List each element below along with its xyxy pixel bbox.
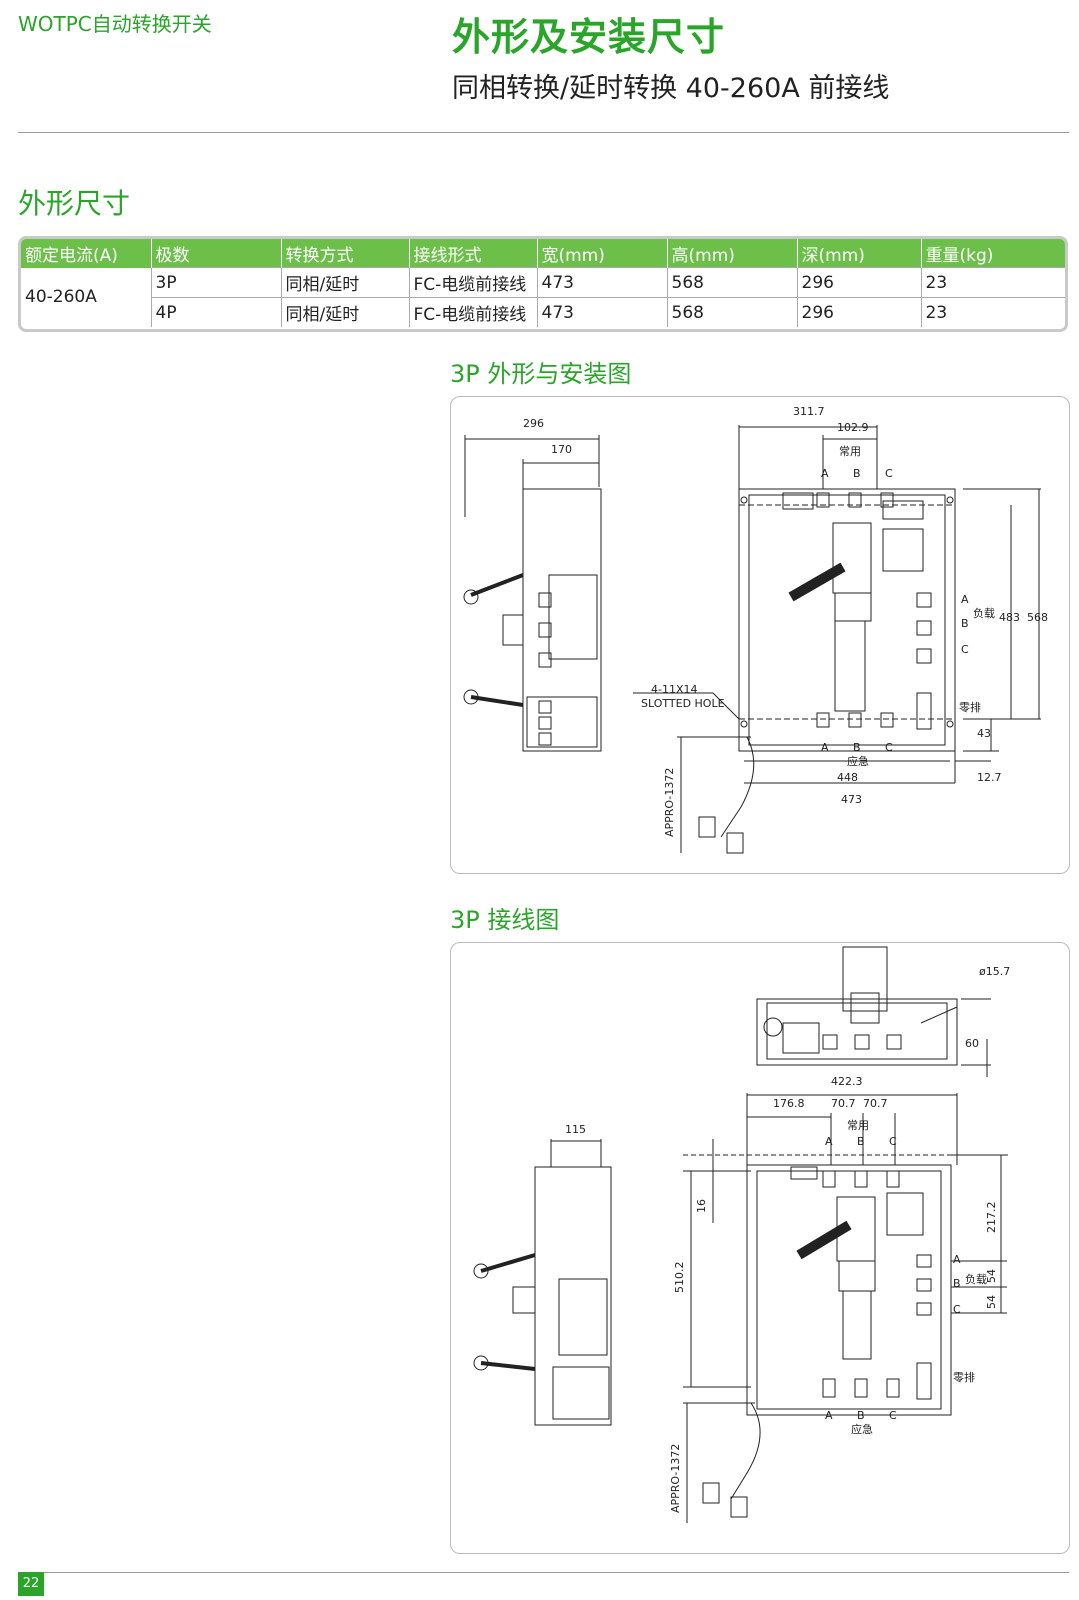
label-a-bottom-2: A (825, 1409, 833, 1422)
label-lingpai: 零排 (959, 700, 981, 714)
header-width: 宽(mm) (537, 239, 668, 268)
label-c-bottom: C (885, 741, 893, 754)
label-a-right: A (961, 593, 969, 606)
cell: 296 (797, 267, 922, 298)
figure1-title: 3P 外形与安装图 (450, 360, 632, 388)
label-fuzai-2: 负载 (965, 1272, 987, 1286)
label-a-top-2: A (825, 1135, 833, 1148)
label-c-right-2: C (953, 1303, 961, 1316)
label-a-right-2: A (953, 1253, 961, 1266)
dim-296: 296 (523, 417, 544, 430)
page-subtitle: 同相转换/延时转换 40-260A 前接线 (452, 73, 890, 104)
cell: 23 (921, 267, 1065, 298)
header-height: 高(mm) (667, 239, 798, 268)
label-b-bottom-2: B (857, 1409, 865, 1422)
header-switch-mode: 转换方式 (281, 239, 410, 268)
cell: 568 (667, 267, 798, 298)
label-yingji-2: 应急 (851, 1422, 873, 1436)
label-a-bottom: A (821, 741, 829, 754)
label-changyong: 常用 (839, 445, 861, 458)
dim-176-8: 176.8 (773, 1097, 805, 1110)
label-b-top: B (853, 467, 861, 480)
cell: FC-电缆前接线 (409, 297, 538, 327)
cell: 同相/延时 (281, 297, 410, 327)
cell: FC-电缆前接线 (409, 267, 538, 298)
label-b-bottom: B (853, 741, 861, 754)
label-c-top: C (885, 467, 893, 480)
dim-appro-2: APPRO-1372 (669, 1444, 682, 1513)
footer-divider (18, 1572, 1069, 1573)
label-yingji: 应急 (847, 754, 869, 768)
header-depth: 深(mm) (797, 239, 922, 268)
figure2-drawing: ø15.7 60 422.3 176.8 70.7 70.7 常用 A B C … (450, 942, 1070, 1554)
page-number: 22 (18, 1572, 44, 1596)
cell: 4P (151, 297, 282, 327)
dim-102: 102.9 (837, 421, 869, 434)
figure1-drawing: 296 170 311.7 102.9 常用 A B C A B C 负载 零排… (450, 396, 1070, 874)
cell: 3P (151, 267, 282, 298)
dim-appro: APPRO-1372 (663, 768, 676, 837)
dim-15-7: ø15.7 (979, 965, 1010, 978)
header-wiring: 接线形式 (409, 239, 538, 268)
dim-12-7: 12.7 (977, 771, 1002, 784)
dim-115: 115 (565, 1123, 586, 1136)
hole-label: 4-11X14 (651, 683, 698, 696)
dim-510-2: 510.2 (673, 1262, 686, 1294)
cell: 473 (537, 297, 668, 327)
cell: 568 (667, 297, 798, 327)
dim-70-7b: 70.7 (863, 1097, 888, 1110)
dim-473: 473 (841, 793, 862, 806)
cell: 同相/延时 (281, 267, 410, 298)
table-header-row: 额定电流(A) 极数 转换方式 接线形式 宽(mm) 高(mm) 深(mm) 重… (21, 239, 1065, 268)
header-weight: 重量(kg) (921, 239, 1065, 268)
dim-43: 43 (977, 727, 991, 740)
dim-170: 170 (551, 443, 572, 456)
spec-table: 额定电流(A) 极数 转换方式 接线形式 宽(mm) 高(mm) 深(mm) 重… (18, 236, 1068, 332)
hole-label-2: SLOTTED HOLE (641, 697, 725, 710)
label-changyong-2: 常用 (847, 1119, 869, 1132)
dim-54a: 54 (985, 1269, 998, 1283)
dim-448: 448 (837, 771, 858, 784)
dim-422-3: 422.3 (831, 1075, 863, 1088)
table-row: 40-260A 3P 同相/延时 FC-电缆前接线 473 568 296 23 (21, 267, 1065, 327)
label-c-bottom-2: C (889, 1409, 897, 1422)
figure2-title: 3P 接线图 (450, 906, 560, 934)
brand-name: WOTPC自动转换开关 (18, 12, 212, 36)
header-divider (18, 132, 1069, 133)
header-current: 额定电流(A) (21, 239, 152, 268)
cell: 23 (921, 297, 1065, 327)
cell: 473 (537, 267, 668, 298)
page-title: 外形及安装尺寸 (452, 15, 726, 59)
label-c-right: C (961, 643, 969, 656)
dim-217-2: 217.2 (985, 1202, 998, 1234)
label-a-top: A (821, 467, 829, 480)
dim-311: 311.7 (793, 405, 825, 418)
dim-483: 483 (999, 611, 1020, 624)
label-lingpai-2: 零排 (953, 1370, 975, 1384)
label-c-top-2: C (889, 1135, 897, 1148)
dim-70-7a: 70.7 (831, 1097, 856, 1110)
dim-60: 60 (965, 1037, 979, 1050)
table-row: 4P 同相/延时 FC-电缆前接线 473 568 296 23 (21, 297, 1065, 327)
dim-16: 16 (695, 1199, 708, 1213)
label-b-right: B (961, 617, 969, 630)
cell: 296 (797, 297, 922, 327)
label-b-top-2: B (857, 1135, 865, 1148)
header-poles: 极数 (151, 239, 282, 268)
section-title: 外形尺寸 (18, 187, 131, 220)
dim-54b: 54 (985, 1295, 998, 1309)
dim-568: 568 (1027, 611, 1048, 624)
label-b-right-2: B (953, 1277, 961, 1290)
label-fuzai: 负载 (973, 606, 995, 620)
cell-current: 40-260A (21, 267, 152, 327)
